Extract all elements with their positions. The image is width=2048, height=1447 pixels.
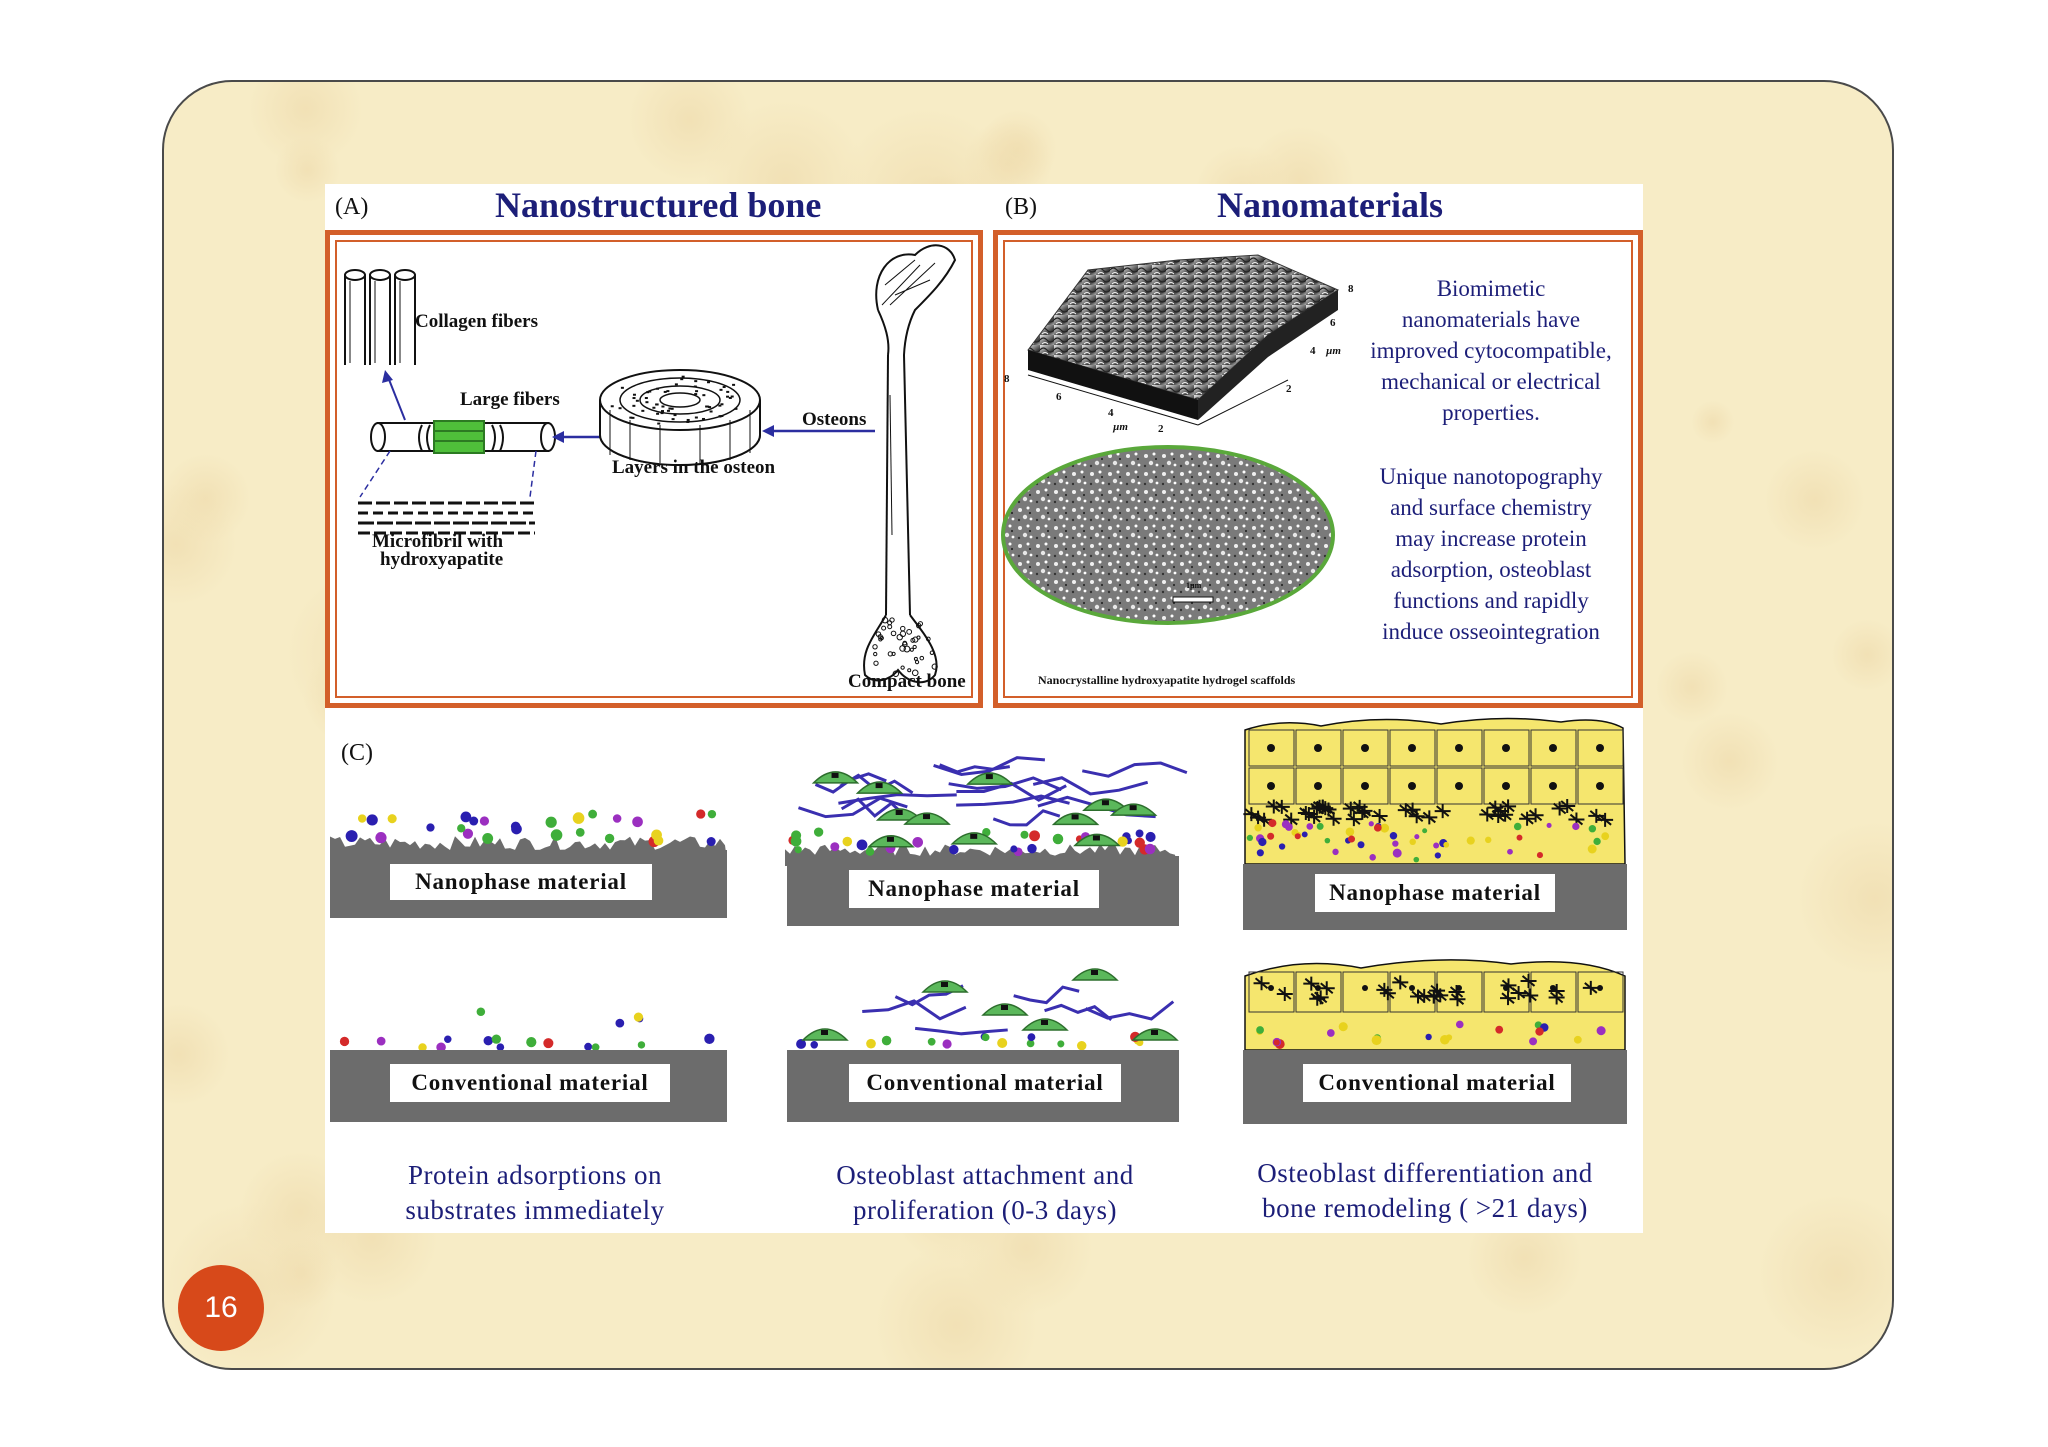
panel-b-text-improved: Biomimetic nanomaterials have improved c… [1346,273,1636,428]
text1-line-3: improved cytocompatible, [1370,338,1612,363]
text2-line-3: may increase protein [1395,526,1587,551]
caption-protein-adsorption: Protein adsorptions on substrates immedi… [325,1158,745,1228]
afm-tick-8-right: 8 [1348,283,1354,295]
label-osteons: Osteons [802,409,867,430]
panel-a-title: Nanostructured bone [495,185,822,225]
nanophase-substrate-3: Nanophase material [1243,864,1627,930]
conv-bone-remodeling-surface [1244,959,1626,1051]
sem-scale-bar-label: 1µm [1186,581,1202,590]
text2-line-1: Unique nanotopography [1379,464,1603,489]
text2-line-4: adsorption, osteoblast [1390,557,1592,582]
panel-b-text-nanotopography: Unique nanotopography and surface chemis… [1346,461,1636,647]
label-layers-osteon: Layers in the osteon [612,457,776,478]
bone-hierarchy-diagram [344,244,957,684]
panel-b-letter: (B) [1005,194,1037,220]
afm-tick-2-right: 2 [1286,383,1292,395]
text1-line-4: mechanical or electrical [1381,369,1601,394]
nanophase-label-2: Nanophase material [849,870,1099,908]
afm-tick-4-left: 4 [1108,407,1114,419]
collagen-fibers-drawing [344,269,416,365]
caption-3-line-1: Osteoblast differentiation and [1257,1158,1593,1188]
text2-line-5: functions and rapidly [1393,588,1589,613]
conv-osteoblast-surface [787,968,1179,1054]
label-microfibril-2: hydroxyapatite [380,549,504,570]
figure: (A) Nanostructured bone [325,184,1643,1233]
nano-protein-surface [330,809,727,860]
caption-2-line-1: Osteoblast attachment and [836,1160,1134,1190]
conventional-substrate-1: Conventional material [330,1050,727,1122]
nano-osteoblast-surface [785,756,1188,866]
caption-1-line-2: substrates immediately [405,1195,665,1225]
text1-line-2: nanomaterials have [1401,307,1581,332]
nanophase-label-3: Nanophase material [1315,874,1555,912]
afm-tick-8-left: 8 [1004,373,1010,385]
afm-tick-6-right: 6 [1330,317,1336,329]
label-microfibril-1: Microfibril with [372,531,504,552]
text2-line-2: and surface chemistry [1390,495,1592,520]
caption-osteoblast-attachment: Osteoblast attachment and proliferation … [765,1158,1205,1228]
sem-caption: Nanocrystalline hydroxyapatite hydrogel … [1038,673,1296,687]
conventional-substrate-3: Conventional material [1243,1050,1627,1124]
panel-b-title: Nanomaterials [1217,185,1443,225]
compact-bone-drawing [863,244,957,684]
conventional-label-3: Conventional material [1303,1064,1571,1102]
nano-bone-remodeling-surface [1243,717,1626,865]
afm-tick-6-left: 6 [1056,391,1062,403]
panel-a-frame: Collagen fibers Large fibers Osteons Lay… [325,230,983,708]
afm-axis-unit-left: µm [1113,421,1128,433]
text1-line-5: properties. [1442,400,1540,425]
caption-3-line-2: bone remodeling ( >21 days) [1262,1193,1588,1223]
conventional-substrate-2: Conventional material [787,1050,1179,1122]
nanophase-substrate-2: Nanophase material [787,856,1179,926]
panel-a-letter: (A) [335,194,369,220]
text1-line-1: Biomimetic [1436,276,1546,301]
microfibril-drawing [358,501,535,535]
nanophase-substrate-1: Nanophase material [330,850,727,918]
slide-number-badge: 16 [178,1265,264,1351]
afm-surface-image [1001,254,1340,625]
osteon-drawing [599,369,761,466]
large-fiber-drawing [370,420,556,454]
panel-b-frame: 8 6 4 2 µm 8 6 4 2 µm 1µm Nanocrystallin… [993,230,1643,708]
label-large-fibers: Large fibers [460,389,560,410]
label-collagen-fibers: Collagen fibers [415,311,538,332]
caption-2-line-2: proliferation (0-3 days) [853,1195,1117,1225]
panel-c-letter: (C) [341,740,373,766]
conventional-label-2: Conventional material [849,1064,1121,1102]
conventional-label-1: Conventional material [390,1064,670,1102]
afm-axis-unit-right: µm [1326,345,1341,357]
label-compact-bone: Compact bone [848,671,966,692]
caption-1-line-1: Protein adsorptions on [408,1160,662,1190]
afm-tick-2-left: 2 [1158,423,1164,435]
afm-tick-4-right: 4 [1310,345,1316,357]
caption-osteoblast-differentiation: Osteoblast differentiation and bone remo… [1215,1156,1635,1226]
nanophase-label-1: Nanophase material [390,864,652,900]
text2-line-6: induce osseointegration [1382,619,1600,644]
